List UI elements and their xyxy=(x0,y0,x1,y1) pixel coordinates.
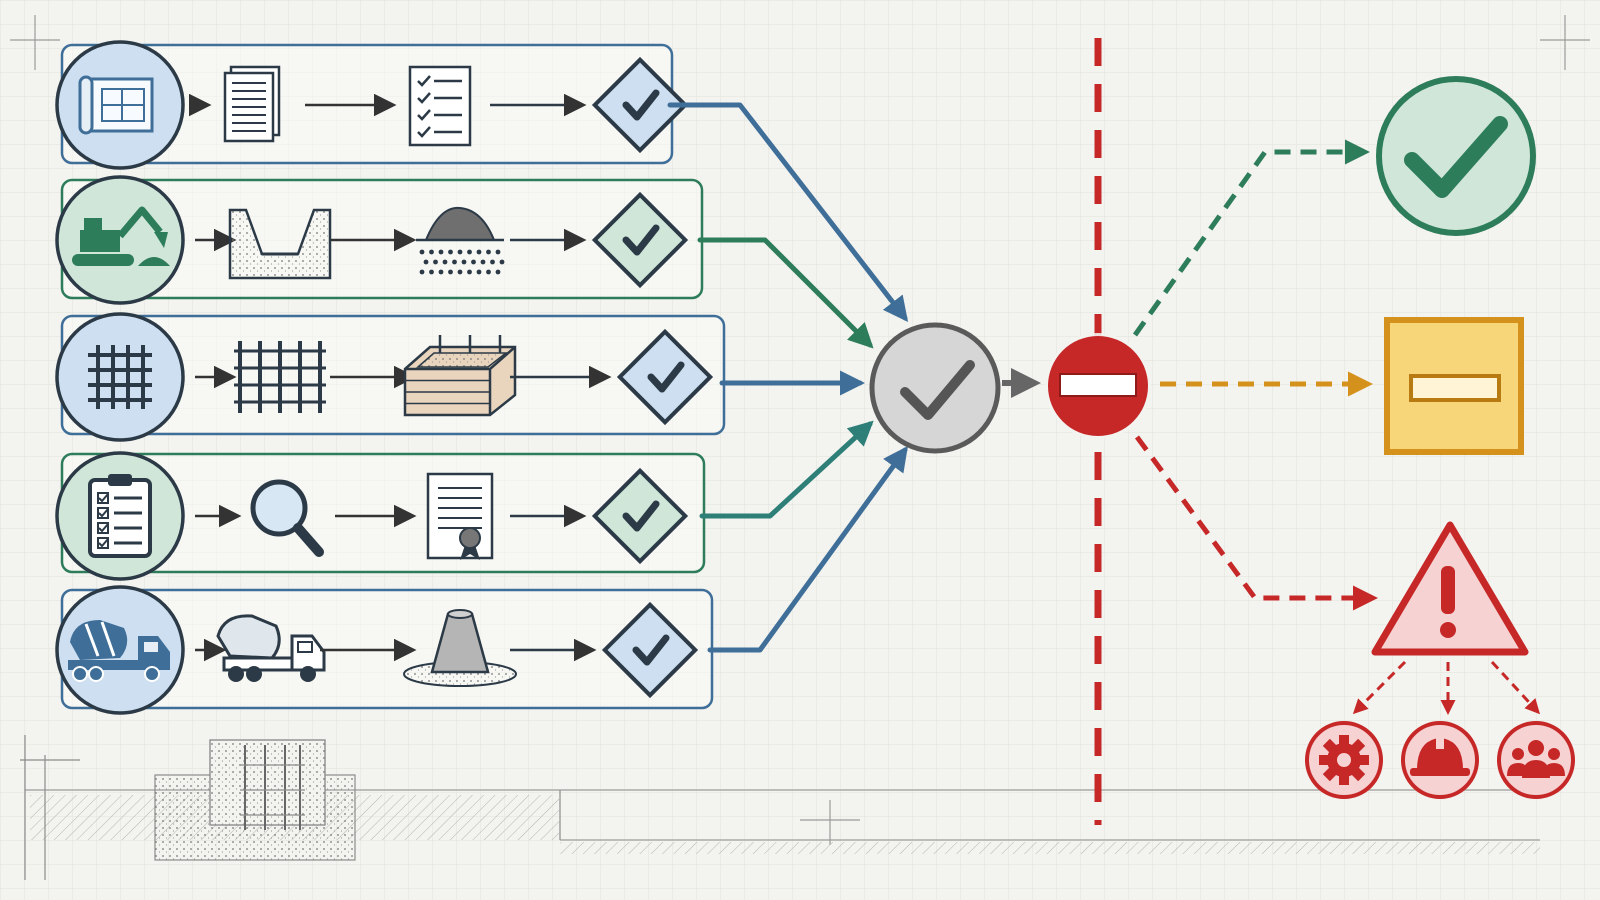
connector-team xyxy=(1490,660,1541,715)
outcome-approved xyxy=(1376,76,1536,236)
connector-approved xyxy=(1132,139,1370,337)
escalation-safety xyxy=(1401,721,1479,799)
team-icon xyxy=(1507,740,1565,778)
excavator-icon xyxy=(72,206,170,266)
clipboard-checklist-icon xyxy=(88,474,152,558)
certificate-icon xyxy=(426,472,494,560)
connector-rejected xyxy=(1134,435,1378,611)
checklist-icon xyxy=(408,65,472,147)
connector-equipment xyxy=(1352,660,1407,715)
escalation-connectors xyxy=(1352,660,1541,715)
formwork-box-icon xyxy=(403,335,517,417)
no-entry-icon xyxy=(1059,373,1137,397)
mixer-truck-outline-icon xyxy=(216,614,326,682)
process-rows xyxy=(55,40,726,715)
foundation-sketch xyxy=(20,735,1540,880)
gear-icon xyxy=(1319,735,1369,785)
minus-box-icon xyxy=(1409,374,1501,402)
row-badge xyxy=(55,312,185,442)
check-circle-icon xyxy=(1404,116,1508,198)
approval-check-icon xyxy=(616,328,714,426)
excavated-trench-icon xyxy=(228,208,332,280)
connector-excavation xyxy=(697,237,874,349)
approval-check-icon xyxy=(591,191,689,289)
blueprint-icon xyxy=(78,75,154,135)
row-to-hub-connectors xyxy=(667,102,909,653)
rebar-cage-icon xyxy=(234,341,326,413)
approval-check-icon xyxy=(591,467,689,565)
row-badge xyxy=(55,175,185,305)
warning-triangle-icon xyxy=(1440,566,1456,638)
approval-check-icon xyxy=(601,601,699,699)
gate-to-outcome-connectors xyxy=(1132,139,1378,611)
gravel-pile-icon xyxy=(416,206,505,275)
connector-concrete xyxy=(707,445,908,653)
row-concrete xyxy=(55,585,714,715)
mixer-truck-icon xyxy=(68,620,170,682)
outcome-rejected xyxy=(1371,521,1529,656)
row-inspection xyxy=(55,451,706,581)
escalation-team xyxy=(1497,721,1575,799)
row-badge xyxy=(55,585,185,715)
documents-icon xyxy=(223,65,281,143)
approval-check-icon xyxy=(591,56,689,154)
outcome-on-hold xyxy=(1384,317,1524,455)
review-hub xyxy=(869,322,1001,454)
row-formwork xyxy=(55,312,726,442)
magnifier-icon xyxy=(250,479,324,557)
concrete-cone-icon xyxy=(403,609,517,687)
checkmark-icon xyxy=(900,360,975,420)
row-badge xyxy=(55,40,185,170)
gate xyxy=(1045,333,1151,439)
crop-marks xyxy=(10,15,1590,845)
escalation-equipment xyxy=(1305,721,1383,799)
hard-hat-icon xyxy=(1410,735,1470,776)
rebar-grid-icon xyxy=(88,345,152,409)
row-excavation xyxy=(55,175,704,305)
connector-inspection xyxy=(699,420,874,519)
row-design xyxy=(55,40,689,170)
row-badge xyxy=(55,451,185,581)
connector-design xyxy=(667,102,909,322)
